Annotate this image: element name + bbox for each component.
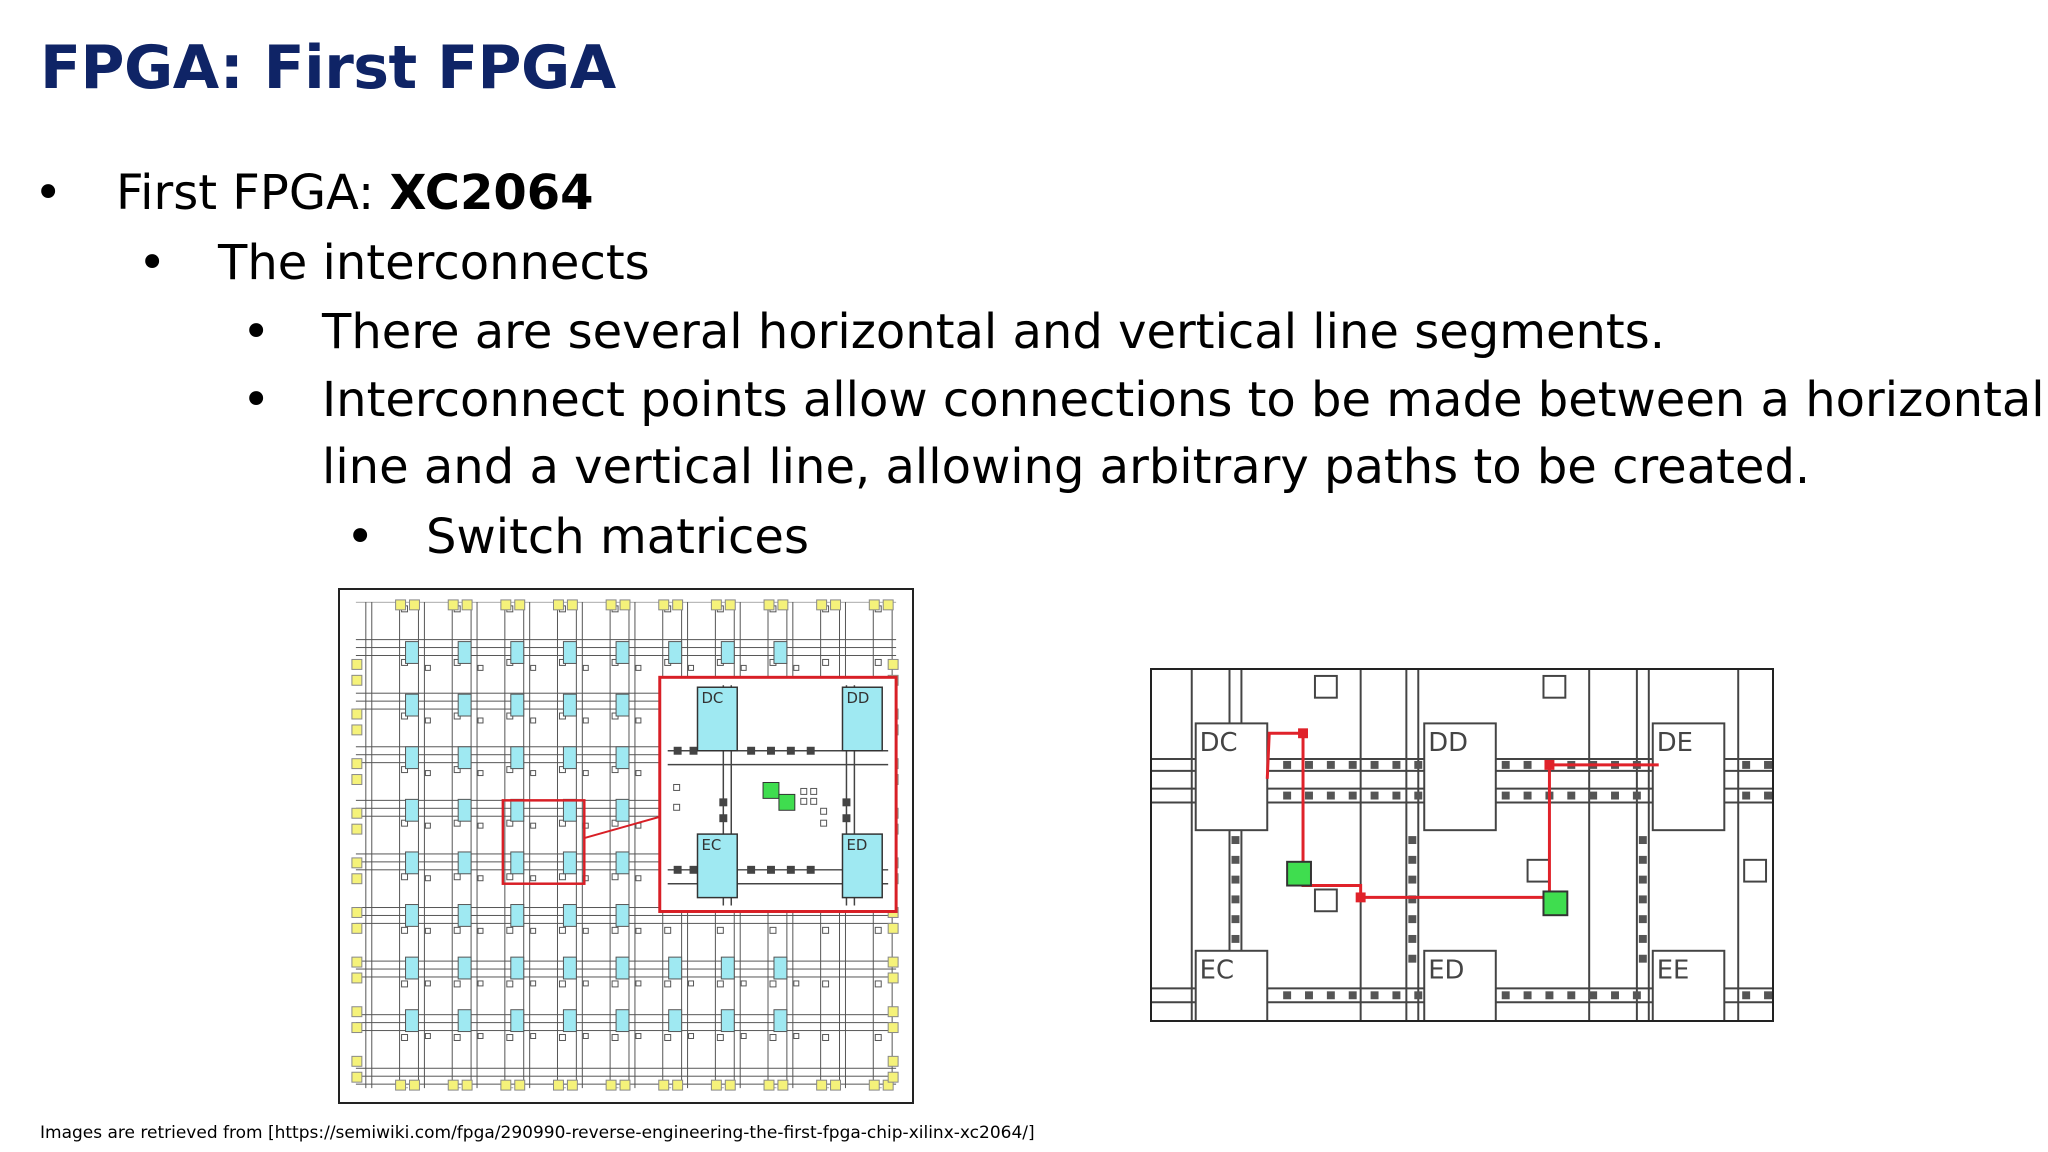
clb-label-dd: DD: [1428, 728, 1468, 758]
chip-layout-diagram: DC DD EC ED: [351, 599, 899, 1091]
bullet-prefix: First FPGA:: [116, 165, 390, 221]
bullet-marker: •: [34, 165, 63, 221]
io-pads-left: [351, 658, 363, 1083]
switch-matrix-icon: [1542, 890, 1569, 917]
clb-label-ed: ED: [846, 836, 867, 854]
bullet-text: First FPGA: XC2064: [116, 158, 594, 228]
io-pads-top: [395, 599, 894, 611]
io-pads-bottom: [395, 1079, 894, 1091]
clb-block-ee: [1651, 949, 1726, 1020]
clb-block-dd: [1423, 722, 1497, 832]
clb-block-ed: [841, 833, 883, 899]
interconnect-routing-figure: DC DD DE EC ED EE: [1150, 668, 1774, 1022]
unused-switch-matrices: [1313, 674, 1768, 913]
bullet-marker: •: [242, 304, 271, 360]
clb-block-ed: [1423, 949, 1497, 1020]
clb-label-dd: DD: [846, 689, 869, 707]
clb-block-ec: [1194, 949, 1269, 1020]
bullet-text: Interconnect points allow connections to…: [322, 372, 2045, 428]
zoom-source-box: [501, 799, 586, 885]
clb-label-ec: EC: [701, 836, 721, 854]
clb-label-de: DE: [1657, 728, 1693, 758]
clb-block-de: [1651, 722, 1726, 832]
chip-name: XC2064: [389, 165, 594, 221]
bullet-text: The interconnects: [218, 235, 650, 291]
bullet-text: Switch matrices: [426, 509, 809, 565]
clb-block-dd: [841, 686, 883, 752]
routing-diagram: DC DD DE EC ED EE: [1152, 670, 1772, 1020]
zoom-connector-line: [584, 815, 663, 840]
switch-matrix-icon: [778, 793, 796, 811]
switch-matrix-icon: [1286, 860, 1312, 887]
routed-path: [1265, 731, 1659, 899]
slide-title: FPGA: First FPGA: [40, 33, 616, 103]
bullet-marker: •: [346, 509, 375, 565]
bullet-interconnect-points-continued: line and a vertical line, allowing arbit…: [322, 439, 1811, 495]
image-source-caption: Images are retrieved from [https://semiw…: [40, 1123, 1035, 1143]
clb-label-ed: ED: [1428, 956, 1464, 986]
bullet-marker: •: [138, 235, 167, 291]
clb-block-dc: [696, 686, 738, 752]
switch-matrix-icon: [762, 782, 780, 799]
clb-label-ec: EC: [1200, 956, 1234, 986]
bullet-marker: •: [242, 372, 271, 428]
clb-block-dc: [1194, 722, 1269, 832]
clb-array: [405, 641, 800, 1039]
zoom-inset: DC DD EC ED: [658, 675, 898, 913]
clb-label-dc: DC: [1200, 728, 1238, 758]
chip-layout-figure: DC DD EC ED: [338, 588, 914, 1104]
bullet-text: There are several horizontal and vertica…: [322, 304, 1665, 360]
clb-block-ec: [696, 833, 738, 899]
clb-label-dc: DC: [701, 689, 723, 707]
clb-label-ee: EE: [1657, 956, 1690, 986]
